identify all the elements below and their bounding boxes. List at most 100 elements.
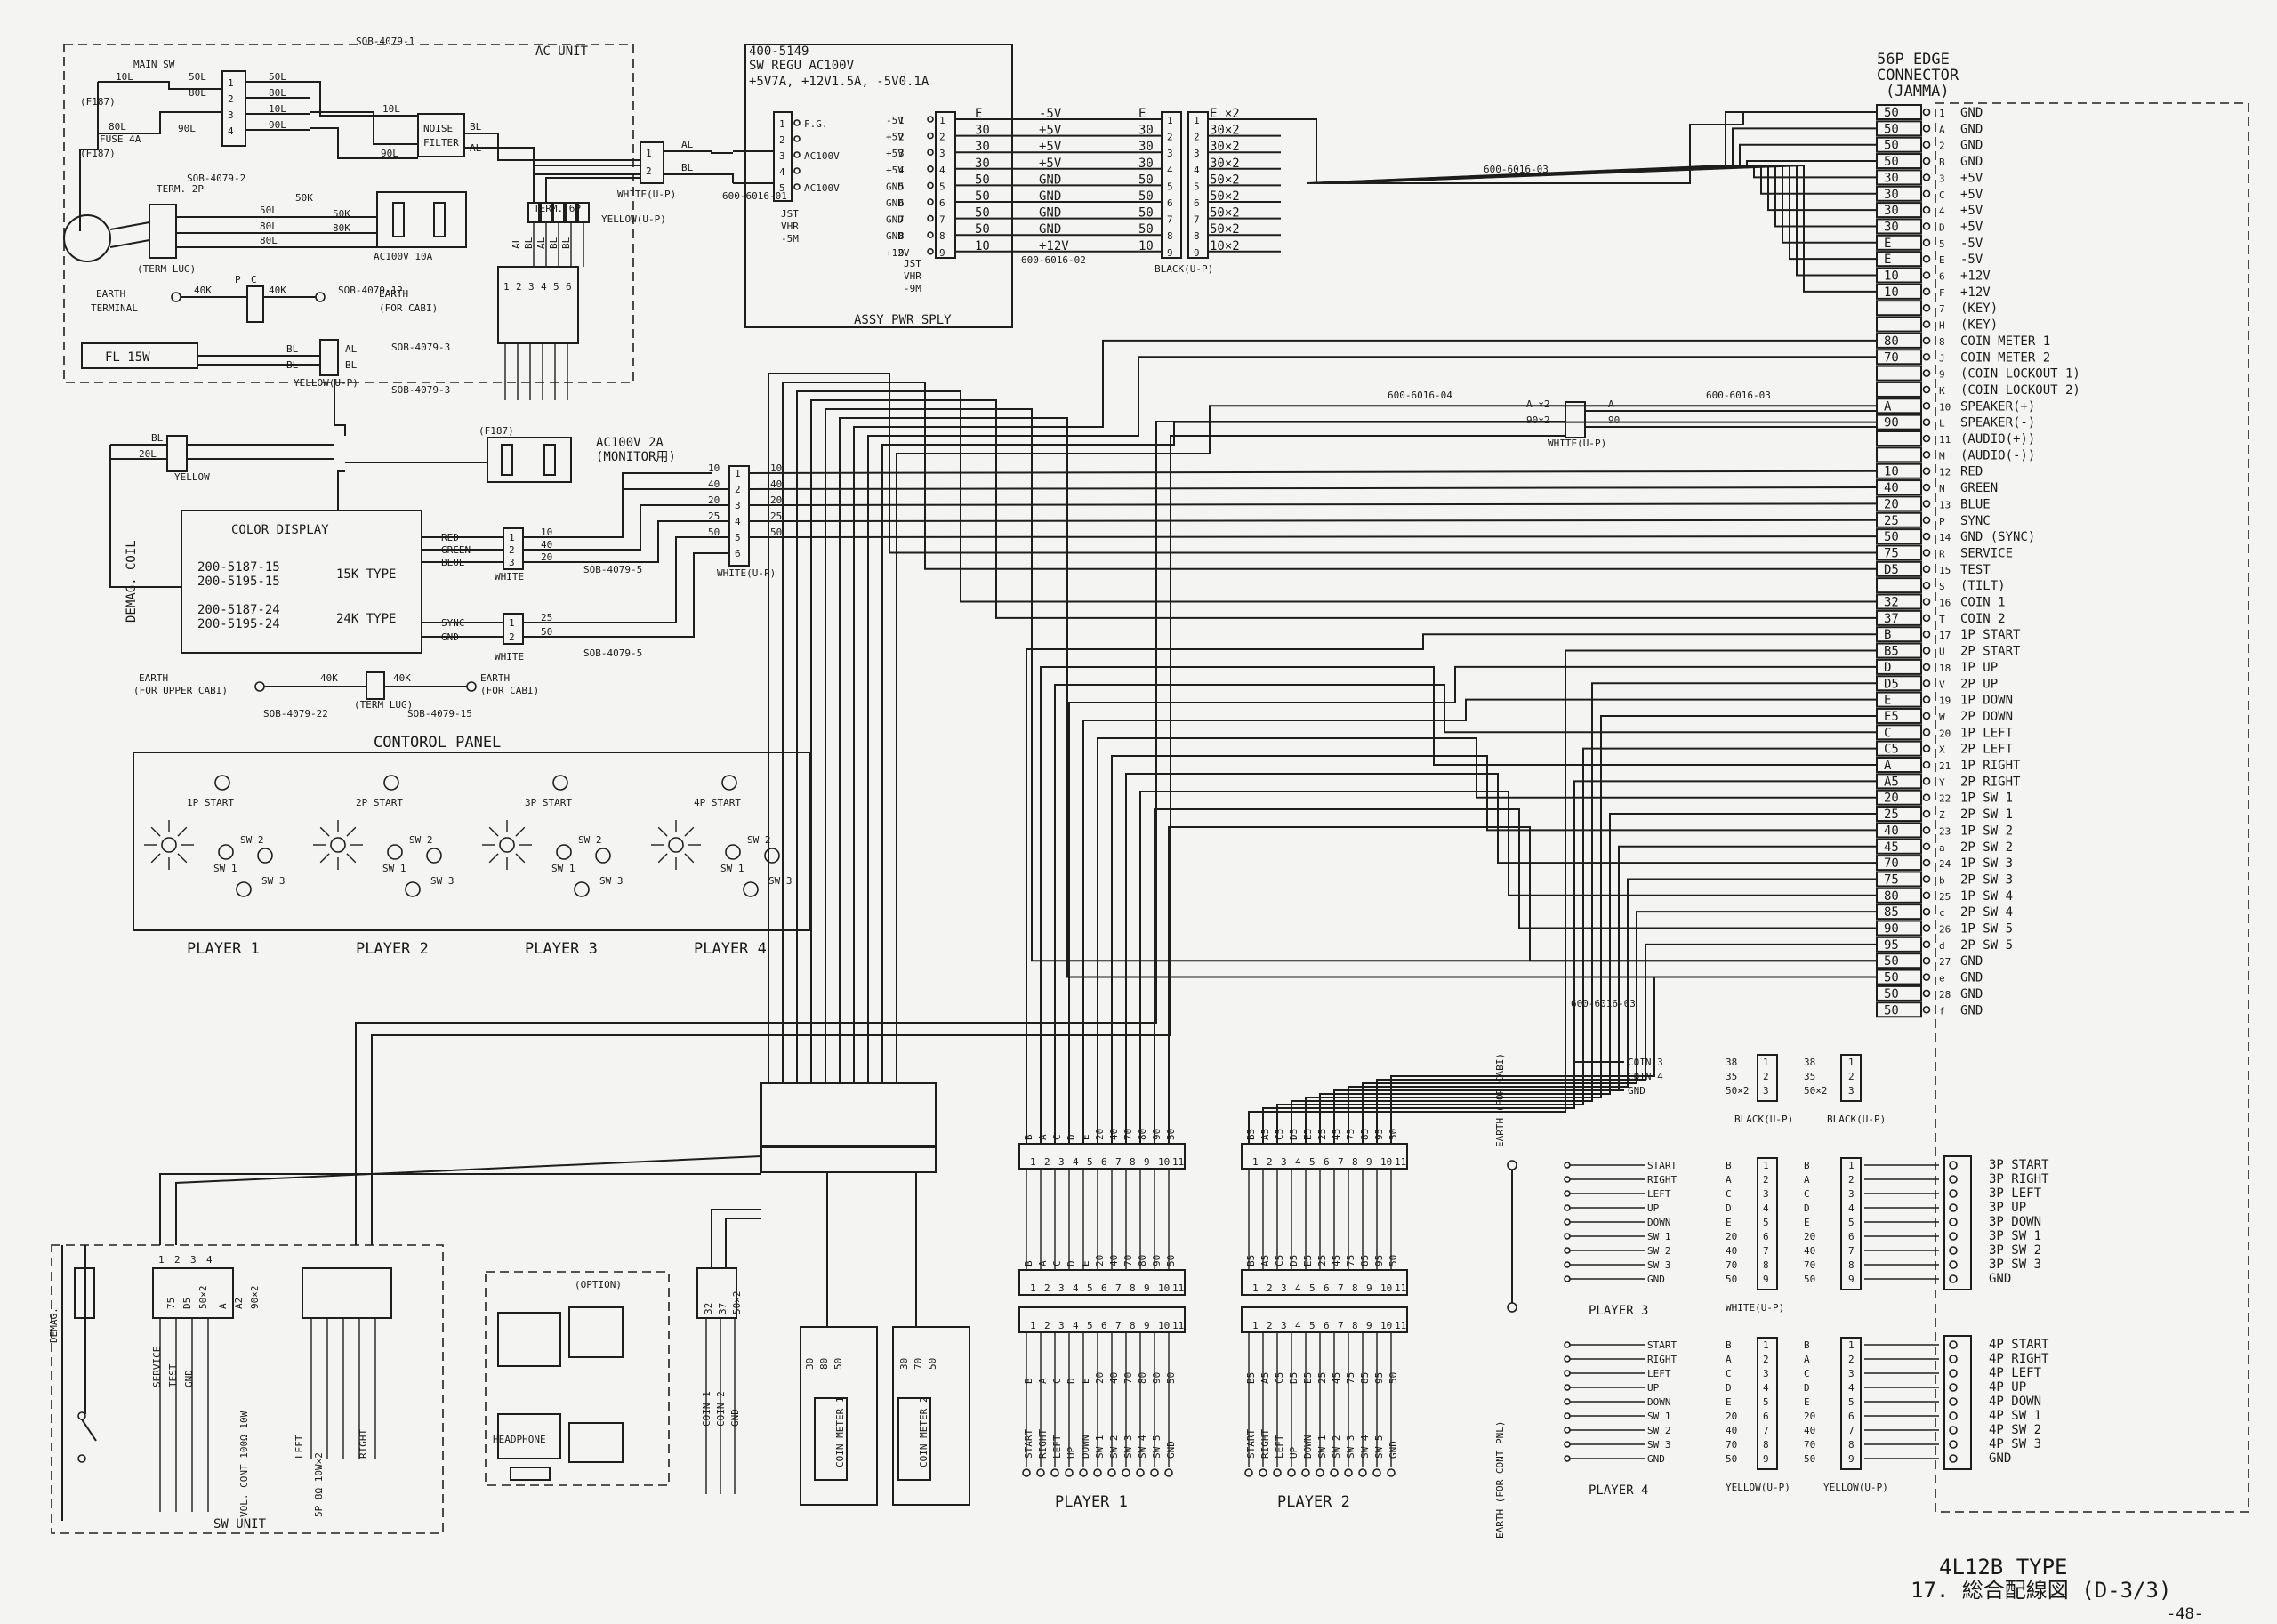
pin-num: 2 [735, 484, 741, 495]
wire-label: 70 [1726, 1439, 1737, 1451]
edge-wire: E5 [1884, 710, 1899, 724]
wire-label: A [1037, 1378, 1049, 1384]
wire [1336, 164, 1877, 293]
noise-filter [417, 113, 465, 157]
player-input-label: SW 3 [1647, 1439, 1671, 1451]
wire-label: 20L [139, 448, 157, 460]
wire-label: AL [681, 139, 694, 150]
wire [1333, 845, 1877, 1144]
edge-wire-cell [1876, 153, 1922, 170]
edge-title: 56P EDGE [1877, 51, 1950, 68]
wire-label: A5 [1259, 1255, 1271, 1266]
start-button [721, 775, 737, 791]
psu-in-pin: 1 [779, 118, 785, 130]
pin-num: 8 [1130, 1320, 1136, 1331]
output-pin [1949, 1426, 1958, 1435]
psu-wire: 30 [1138, 124, 1154, 138]
pin-num: 1 [1848, 1339, 1855, 1351]
wire-label: 50L [269, 71, 286, 83]
edge-wire: 20 [1884, 792, 1899, 806]
cable-ref: SOB-4079-22 [263, 708, 328, 720]
term-6p-label: TERM. 6P [534, 203, 581, 214]
sw-label: SW 1 [382, 863, 406, 874]
white-up-label: WHITE(U-P) [717, 567, 776, 579]
pin-num: 1 [1252, 1282, 1259, 1294]
switch-contact [1150, 1468, 1159, 1477]
psu-wire: E [1138, 107, 1146, 121]
main-sw-label: MAIN SW [133, 59, 175, 70]
wire [109, 239, 150, 248]
pin-num: 2 [1848, 1174, 1855, 1186]
wire-label: 50×2 [1726, 1085, 1750, 1097]
player-input-label: DOWN [1647, 1217, 1671, 1228]
wire [1262, 780, 1877, 1144]
wire-label: 40 [541, 539, 552, 551]
switch-contact [77, 1454, 86, 1463]
wire-label: BL [523, 237, 535, 249]
pin-num: 8 [1352, 1282, 1358, 1294]
wire-label: 45 [1331, 1255, 1342, 1266]
wire-label: 75 [165, 1298, 177, 1309]
cable-ref: SOB-4079-5 [583, 647, 642, 659]
demag-coil-label: DEMAG. COIL [125, 540, 139, 623]
wire-label: C [1804, 1368, 1810, 1379]
player-output-label: 4P SW 1 [1989, 1409, 2041, 1423]
pin-num: 7 [1338, 1282, 1344, 1294]
wire [1125, 773, 1877, 1144]
edge-wire: 50 [1884, 987, 1899, 1001]
pin-num: 3 [1763, 1188, 1769, 1200]
output-pin [1949, 1369, 1958, 1378]
wire-label: 35 [1804, 1071, 1815, 1082]
psu-in-pin: 5 [779, 182, 785, 194]
wire-label: 70 [1122, 1129, 1134, 1140]
wire-label: C [1051, 1134, 1063, 1140]
wire [1054, 684, 1877, 1144]
player-input-label: UP [1066, 1446, 1077, 1459]
edge-wire: 20 [1884, 497, 1899, 511]
edge-wire: D5 [1884, 563, 1899, 577]
wire-label: 45 [1331, 1129, 1342, 1140]
edge-pin-id: T [1939, 614, 1945, 625]
edge-pin [1922, 401, 1931, 410]
edge-pin-id: 10 [1939, 401, 1951, 413]
wire-label: 25 [1316, 1372, 1328, 1384]
edge-wire: 70 [1884, 350, 1899, 365]
edge-signal: 2P SW 2 [1960, 840, 2013, 855]
wire [1325, 164, 1877, 228]
pin-num: 9 [1763, 1274, 1769, 1285]
coin-meter-box [892, 1326, 970, 1506]
ac-outlet-label: AC100V 10A [374, 251, 433, 262]
wire-label: D [1726, 1202, 1732, 1214]
player-output-label: 4P SW 3 [1989, 1437, 2041, 1451]
psu-pin [927, 132, 934, 140]
black-up-label: BLACK(U-P) [1734, 1113, 1793, 1125]
wire-label: 40 [1726, 1425, 1737, 1436]
edge-signal: +5V [1960, 171, 1983, 185]
wire-label: 50 [927, 1358, 938, 1370]
edge-pin [1922, 238, 1931, 247]
edge-signal: +5V [1960, 220, 1983, 234]
wire-label: D [1066, 1134, 1077, 1140]
player-label: PLAYER 4 [694, 940, 767, 958]
edge-pin-id: 18 [1939, 663, 1951, 674]
jst-label: JST [781, 208, 799, 220]
edge-wire: 45 [1884, 840, 1899, 855]
joystick-ray [346, 826, 357, 837]
psu-pin-label: GND [886, 197, 904, 209]
wire [725, 1218, 761, 1268]
start-label: 2P START [356, 797, 403, 808]
jst-label: VHR [781, 221, 799, 232]
switch-contact [1372, 1468, 1381, 1477]
switch-contact [1316, 1468, 1324, 1477]
wire-label: E [1080, 1378, 1091, 1384]
wire-label: 20 [1094, 1372, 1106, 1384]
edge-wire-cell [1876, 218, 1922, 235]
start-button [214, 775, 230, 791]
edge-pin [1922, 956, 1931, 965]
jst-label: VHR [904, 270, 921, 282]
pin-num: 6 [1101, 1282, 1107, 1294]
player-input-label: UP [1647, 1382, 1660, 1394]
switch-contact [77, 1411, 86, 1420]
pin-num: 2 [1044, 1282, 1050, 1294]
wire-label: 50 [708, 527, 720, 538]
